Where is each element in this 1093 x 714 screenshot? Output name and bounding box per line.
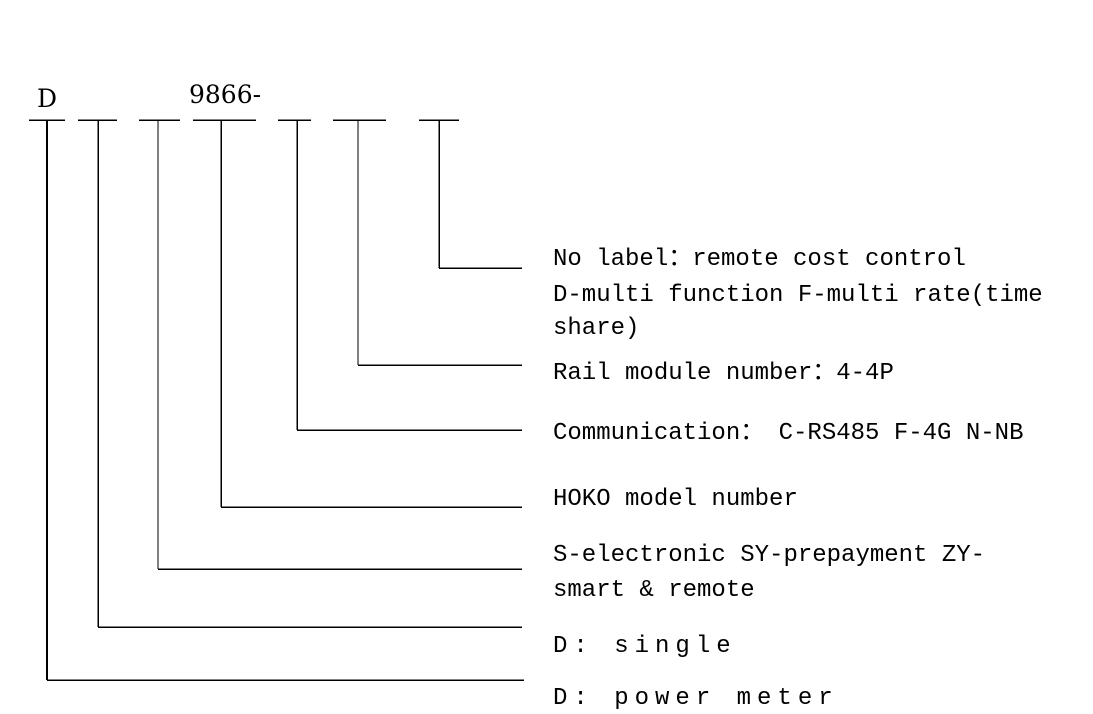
description-type-line-1: S-electronic SY-prepayment ZY- [553, 542, 985, 569]
description-function-line-3: share) [553, 315, 639, 342]
code-prefix: D [37, 84, 57, 113]
description-communication: Communication： C-RS485 F-4G N-NB [553, 420, 1023, 447]
description-type-line-2: smart & remote [553, 577, 755, 604]
leader-lines [46, 120, 524, 681]
description-model-number: HOKO model number [553, 486, 798, 513]
description-rail-module: Rail module number：4-4P [553, 360, 894, 387]
description-power-meter: D: power meter [553, 685, 839, 712]
description-function-line-2: D-multi function F-multi rate(time [553, 282, 1043, 309]
code-model-number: 9866- [189, 80, 261, 109]
descriptions: No label：remote cost control D-multi fun… [553, 246, 1043, 712]
description-function-line-1: No label：remote cost control [553, 246, 966, 273]
description-single: D: single [553, 633, 737, 660]
